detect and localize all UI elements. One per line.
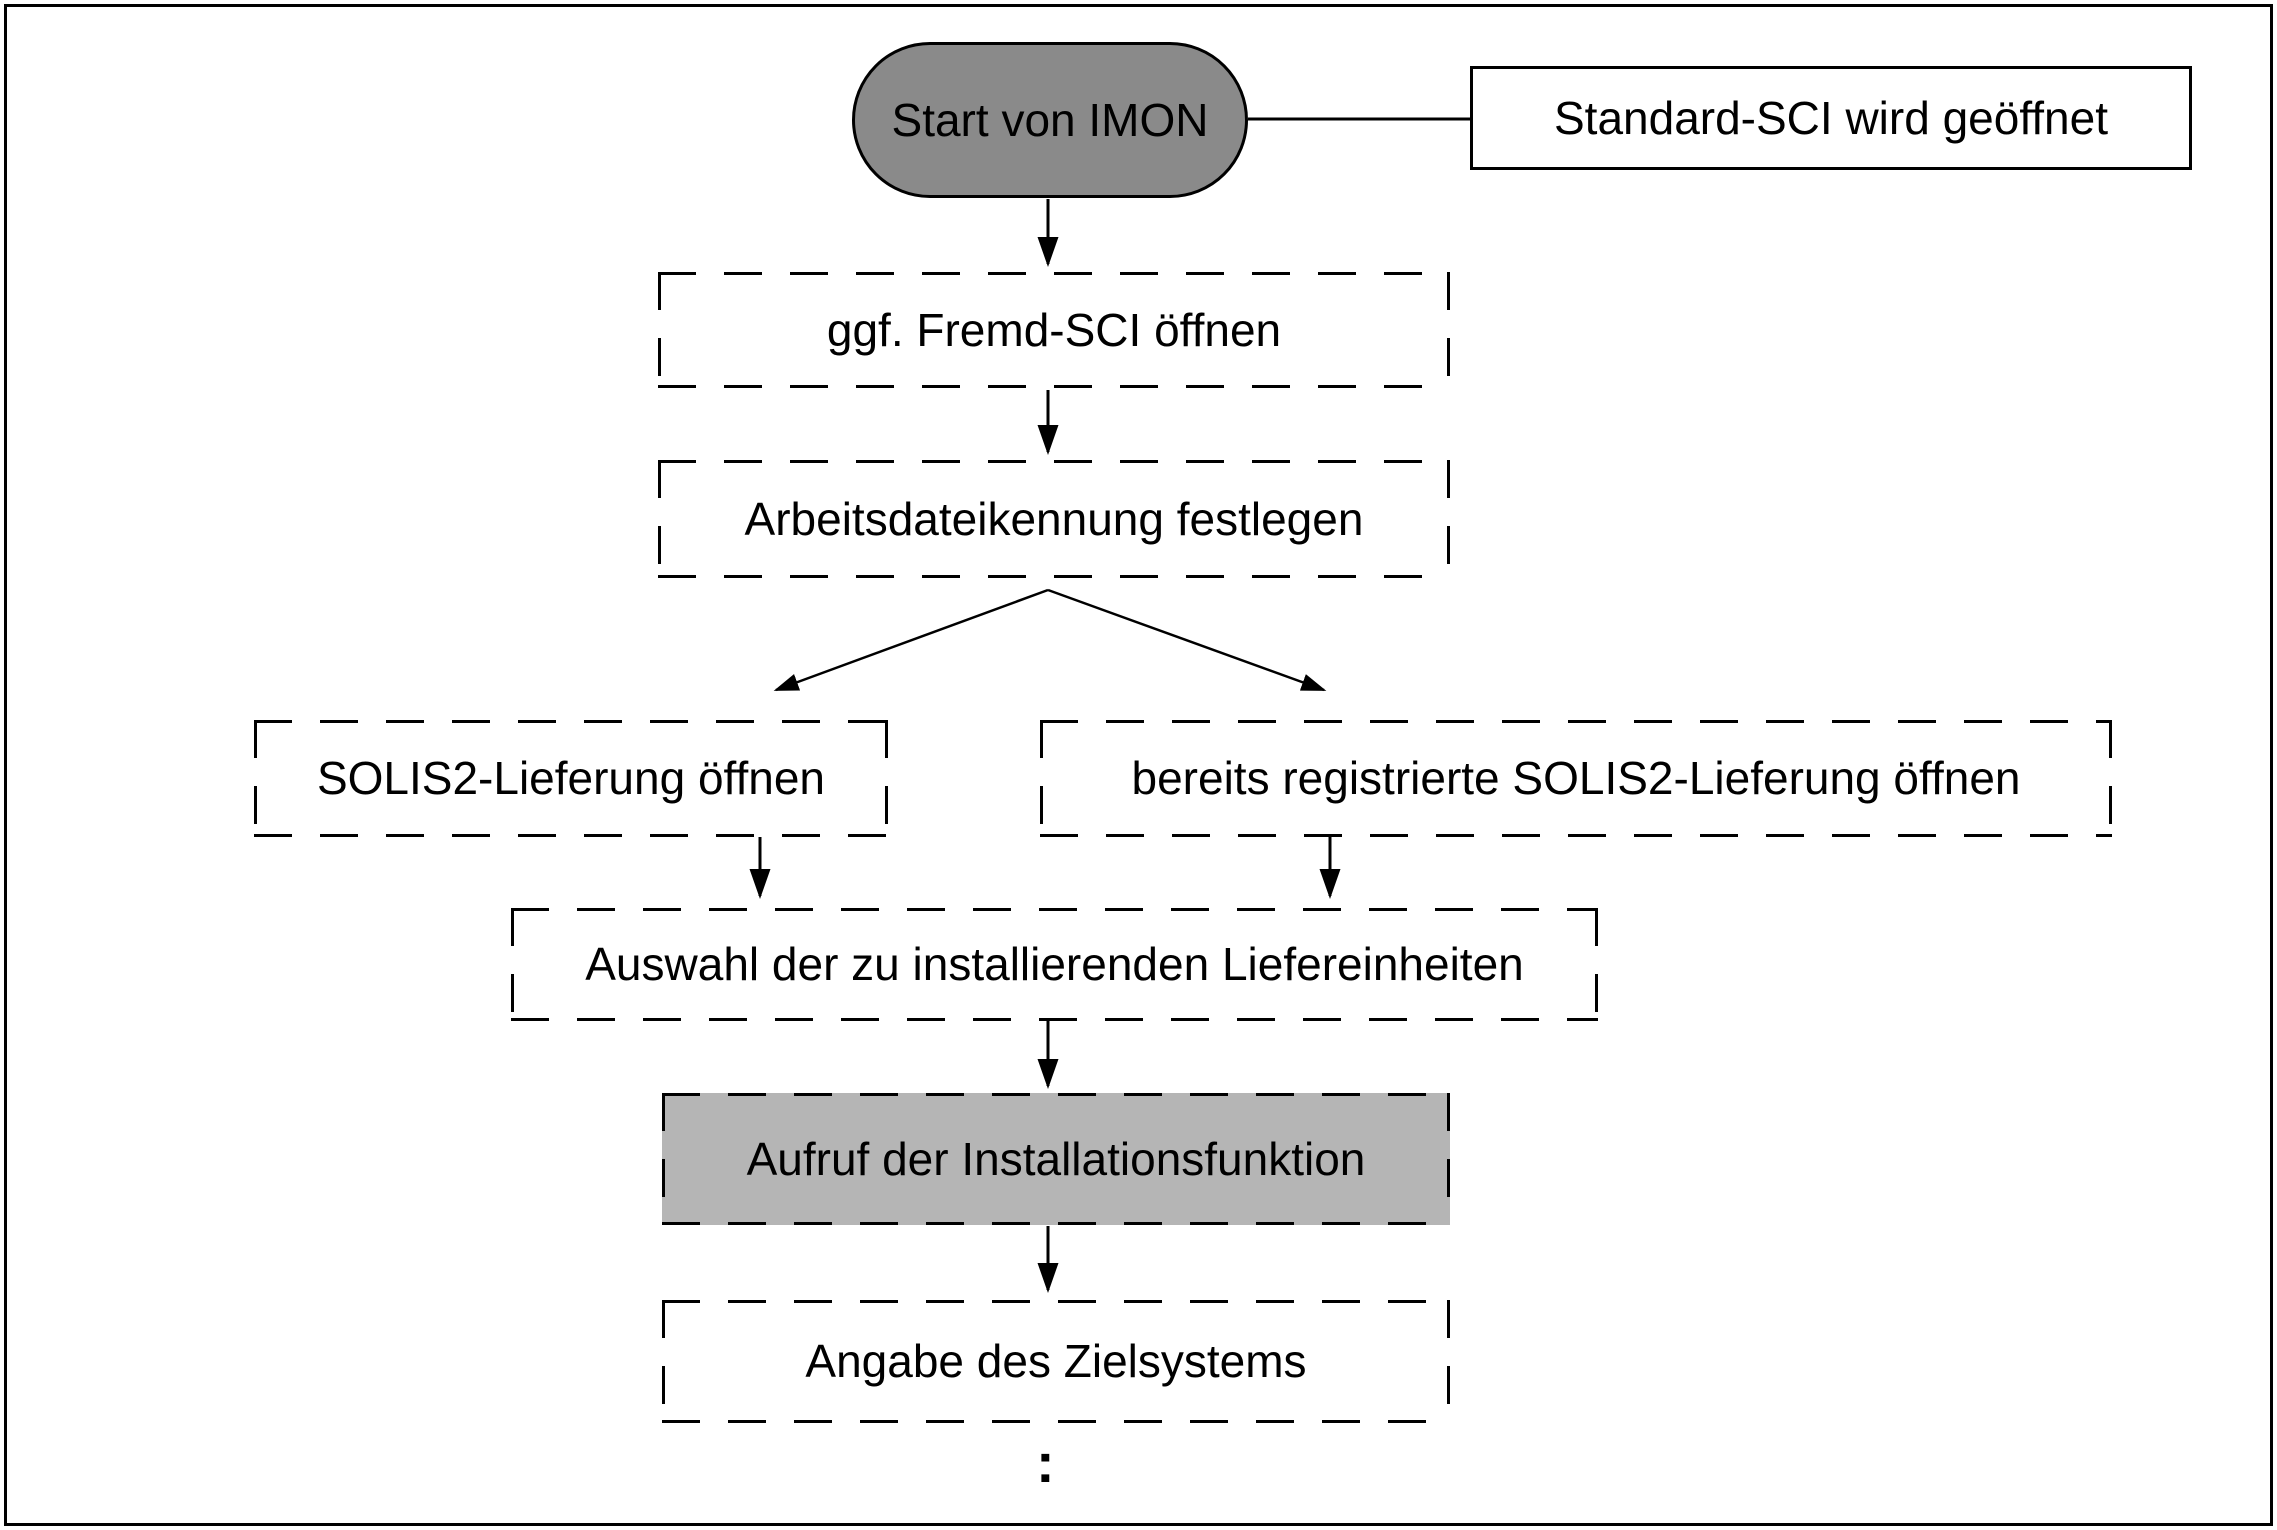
- node-auswahl: Auswahl der zu installierenden Lieferein…: [511, 908, 1598, 1021]
- node-note: Standard-SCI wird geöffnet: [1470, 66, 2192, 170]
- arrow-arbeitsdatei-to-solis2: [773, 588, 1049, 692]
- continuation-colon: :: [1036, 1431, 1055, 1494]
- arrow-arbeitsdatei-to-registrierte: [1047, 588, 1327, 692]
- node-arbeitsdatei: Arbeitsdateikennung festlegen: [658, 460, 1450, 578]
- node-fremd-sci-label: ggf. Fremd-SCI öffnen: [826, 303, 1282, 356]
- node-aufruf-label: Aufruf der Installationsfunktion: [746, 1132, 1366, 1185]
- node-solis2-label: SOLIS2-Lieferung öffnen: [316, 752, 826, 805]
- node-zielsystem: Angabe des Zielsystems: [662, 1300, 1450, 1423]
- node-auswahl-label: Auswahl der zu installierenden Lieferein…: [585, 938, 1524, 991]
- node-aufruf: Aufruf der Installationsfunktion: [662, 1093, 1450, 1225]
- node-note-label: Standard-SCI wird geöffnet: [1553, 91, 2109, 144]
- node-zielsystem-label: Angabe des Zielsystems: [805, 1335, 1307, 1388]
- node-registrierte: bereits registrierte SOLIS2-Lieferung öf…: [1040, 720, 2112, 837]
- node-arbeitsdatei-label: Arbeitsdateikennung festlegen: [744, 492, 1364, 545]
- node-start-label: Start von IMON: [891, 93, 1209, 146]
- node-fremd-sci: ggf. Fremd-SCI öffnen: [658, 272, 1450, 388]
- node-registrierte-label: bereits registrierte SOLIS2-Lieferung öf…: [1131, 752, 2021, 805]
- node-start: Start von IMON: [852, 42, 1248, 198]
- node-solis2: SOLIS2-Lieferung öffnen: [254, 720, 888, 837]
